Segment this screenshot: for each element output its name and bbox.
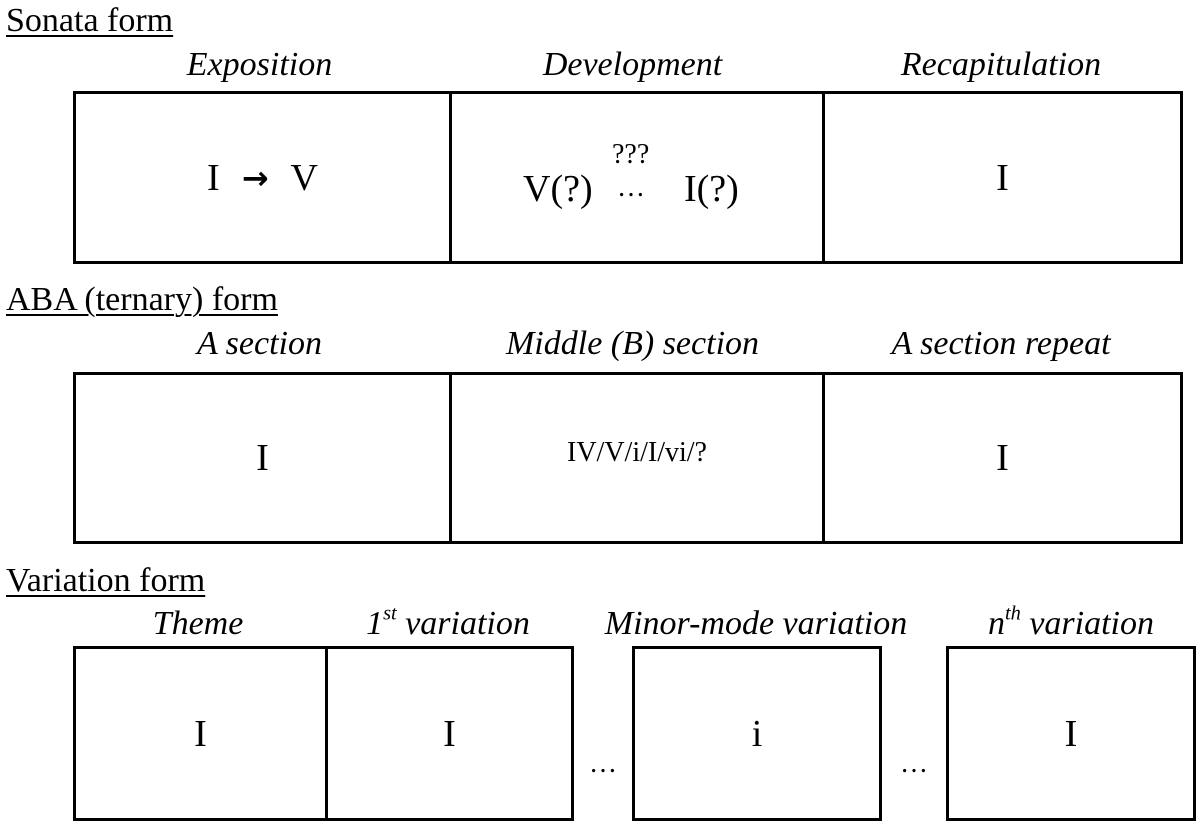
recapitulation-key: I [996, 156, 1009, 199]
a-section-repeat-cell: I [822, 375, 1180, 541]
ternary-form-diagram: I IV/V/i/I/vi/? I [73, 372, 1183, 544]
ternary-form-title: ABA (ternary) form [6, 281, 278, 318]
minor-mode-variation-cell: i [635, 649, 879, 818]
nth-variation-box: I [946, 646, 1196, 821]
minor-mode-variation-box: i [632, 646, 882, 821]
a-section-repeat-key: I [996, 437, 1009, 479]
recapitulation-header: Recapitulation [900, 46, 1102, 83]
development-uncertain-marks: ??? [612, 139, 650, 170]
exposition-key-from: I [207, 156, 220, 199]
a-section-header: A section [197, 325, 322, 362]
nth-variation-key: I [1064, 712, 1078, 755]
first-variation-key: I [443, 712, 456, 755]
sonata-form-title: Sonata form [6, 2, 174, 39]
recapitulation-cell: I [822, 94, 1180, 261]
exposition-cell: I → V [76, 94, 449, 261]
nth-variation-number: n [987, 605, 1005, 642]
nth-variation-label: variation [1020, 605, 1155, 642]
middle-b-section-cell: IV/V/i/I/vi/? [449, 375, 822, 541]
sonata-form-diagram: I → V V(?) ??? … I(?) I [73, 91, 1183, 264]
exposition-header: Exposition [186, 46, 333, 83]
first-variation-ordinal: st [383, 602, 397, 625]
minor-mode-variation-header: Minor-mode variation [604, 605, 908, 642]
a-section-cell: I [76, 375, 449, 541]
nth-variation-ordinal: th [1004, 602, 1021, 625]
theme-key: I [194, 712, 207, 755]
middle-section-keys: IV/V/i/I/vi/? [567, 437, 707, 468]
development-cell: V(?) ??? … I(?) [449, 94, 822, 261]
development-key-end: I(?) [684, 168, 739, 210]
development-key-start: V(?) [523, 168, 593, 210]
first-variation-label: variation [396, 605, 530, 642]
first-variation-cell: I [325, 649, 571, 818]
variation-ellipsis-2: … [900, 748, 928, 779]
right-arrow-icon: → [241, 158, 269, 197]
nth-variation-cell: I [949, 649, 1193, 818]
a-section-repeat-header: A section repeat [891, 325, 1111, 362]
exposition-key-to: V [290, 156, 318, 199]
minor-mode-variation-key: i [751, 712, 763, 755]
development-ellipsis: … [617, 172, 645, 203]
first-variation-number: 1 [366, 605, 384, 642]
variation-ellipsis-1: … [589, 748, 617, 779]
theme-header: Theme [152, 605, 244, 642]
a-section-key: I [256, 437, 269, 479]
theme-and-first-variation-boxes: I I [73, 646, 574, 821]
variation-form-title: Variation form [6, 562, 206, 599]
first-variation-header: 1st variation [323, 604, 573, 642]
theme-cell: I [76, 649, 325, 818]
development-header: Development [542, 46, 723, 83]
middle-b-section-header: Middle (B) section [505, 325, 760, 362]
nth-variation-header: nth variation [946, 604, 1196, 642]
